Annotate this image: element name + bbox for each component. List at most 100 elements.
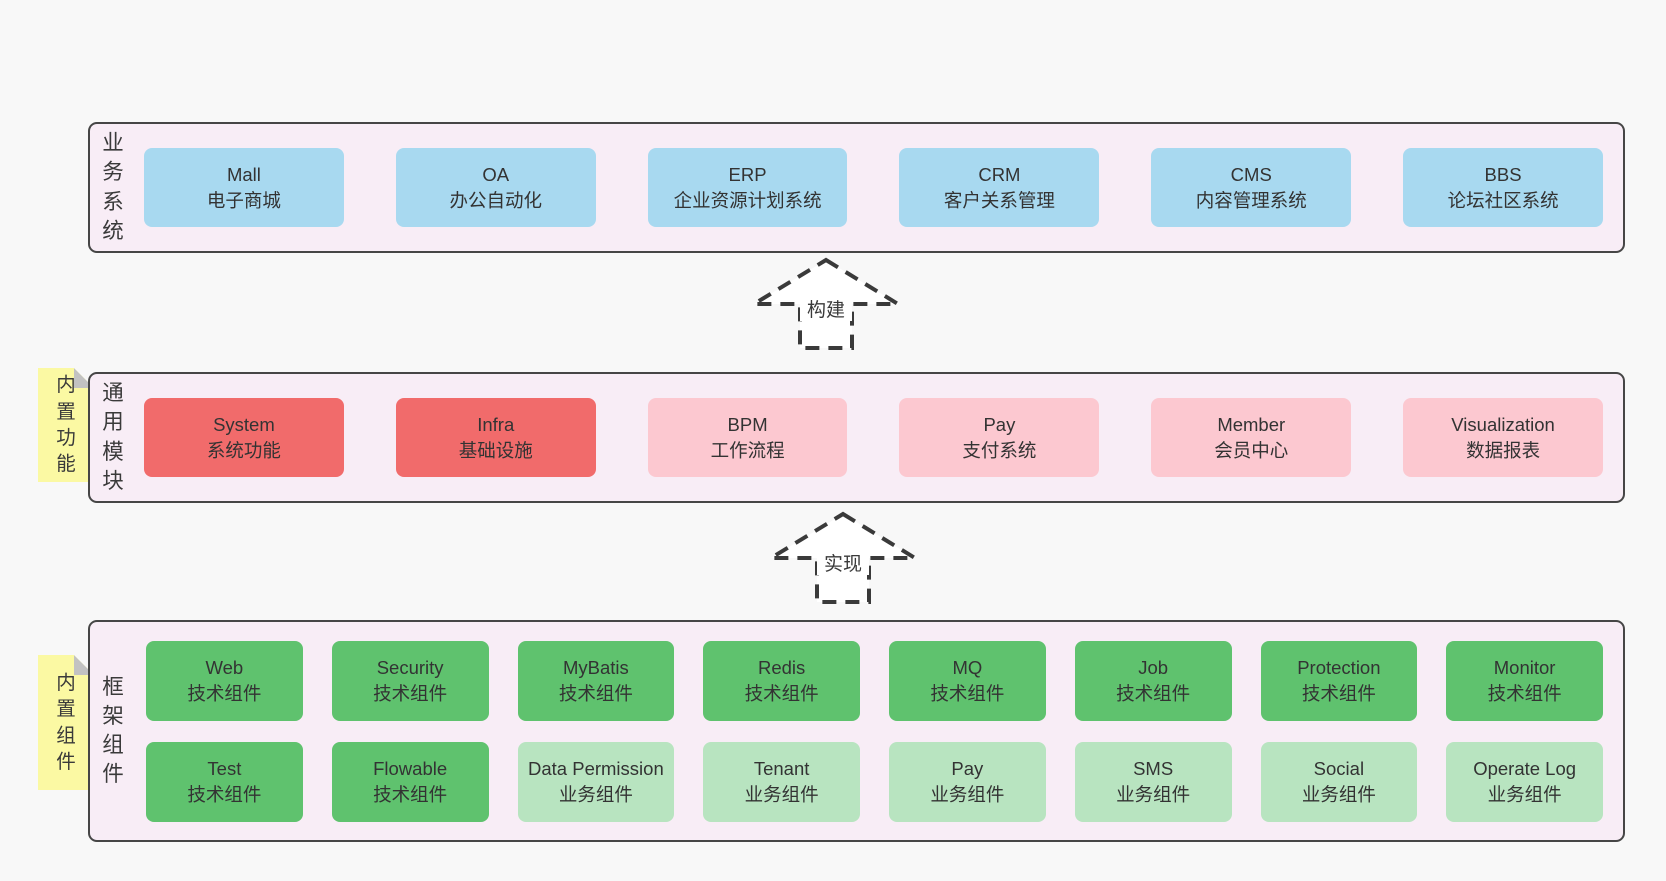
arrow-build: 构建 bbox=[746, 257, 906, 351]
business-systems-grid: Mall 电子商城 OA 办公自动化 ERP 企业资源计划系统 CRM 客户关系… bbox=[136, 124, 1623, 251]
box-operate-log: Operate Log 业务组件 bbox=[1446, 741, 1603, 822]
box-subtitle: 技术组件 bbox=[1487, 682, 1562, 704]
box-title: Web bbox=[205, 656, 244, 678]
box-security: Security 技术组件 bbox=[331, 640, 489, 721]
box-title: MQ bbox=[952, 656, 983, 678]
box-title: Pay bbox=[983, 413, 1016, 435]
box-subtitle: 会员中心 bbox=[1214, 439, 1289, 461]
box-test: Test 技术组件 bbox=[146, 741, 303, 822]
box-subtitle: 技术组件 bbox=[1116, 682, 1191, 704]
box-title: Pay bbox=[951, 757, 984, 779]
section-framework-components: 框架组件 Web 技术组件 Security 技术组件 MyBatis 技术组件… bbox=[88, 620, 1625, 842]
box-job: Job 技术组件 bbox=[1074, 640, 1232, 721]
box-infra: Infra 基础设施 bbox=[395, 398, 596, 477]
box-title: SMS bbox=[1133, 757, 1174, 779]
sticky-note-built-in-features: 内置功能 bbox=[38, 368, 94, 482]
box-subtitle: 支付系统 bbox=[962, 439, 1037, 461]
box-title: OA bbox=[482, 163, 510, 185]
box-subtitle: 内容管理系统 bbox=[1195, 189, 1307, 211]
box-subtitle: 工作流程 bbox=[710, 439, 785, 461]
box-crm: CRM 客户关系管理 bbox=[899, 148, 1100, 227]
box-title: Security bbox=[376, 656, 444, 678]
up-arrow-icon: 实现 bbox=[763, 511, 923, 604]
box-subtitle: 业务组件 bbox=[1116, 783, 1191, 805]
box-subtitle: 技术组件 bbox=[187, 783, 262, 805]
box-title: Infra bbox=[477, 413, 515, 435]
box-subtitle: 基础设施 bbox=[458, 439, 533, 461]
box-title: Operate Log bbox=[1473, 757, 1577, 779]
section-label-text: 业务系统 bbox=[102, 131, 124, 243]
box-subtitle: 技术组件 bbox=[187, 682, 262, 704]
arrow-label: 构建 bbox=[807, 299, 845, 321]
box-subtitle: 业务组件 bbox=[1301, 783, 1376, 805]
box-subtitle: 业务组件 bbox=[930, 783, 1005, 805]
box-bpm: BPM 工作流程 bbox=[647, 398, 848, 477]
box-title: Tenant bbox=[753, 757, 810, 779]
box-title: ERP bbox=[728, 163, 767, 185]
box-protection: Protection 技术组件 bbox=[1260, 640, 1418, 721]
box-title: CMS bbox=[1230, 163, 1272, 185]
box-member: Member 会员中心 bbox=[1151, 398, 1352, 477]
box-tenant: Tenant 业务组件 bbox=[703, 741, 860, 822]
box-mall: Mall 电子商城 bbox=[144, 148, 344, 227]
box-subtitle: 客户关系管理 bbox=[943, 189, 1055, 211]
box-sms: SMS 业务组件 bbox=[1074, 741, 1232, 822]
section-label-business-systems: 业务系统 bbox=[90, 124, 136, 251]
box-subtitle: 技术组件 bbox=[373, 783, 448, 805]
box-system: System 系统功能 bbox=[144, 398, 344, 477]
box-subtitle: 办公自动化 bbox=[449, 189, 542, 211]
box-title: BPM bbox=[727, 413, 768, 435]
box-data-permission: Data Permission 业务组件 bbox=[517, 741, 675, 822]
sticky-label: 内置组件 bbox=[56, 671, 76, 773]
box-title: Member bbox=[1217, 413, 1286, 435]
arrow-label: 实现 bbox=[824, 553, 862, 575]
box-subtitle: 电子商城 bbox=[206, 189, 281, 211]
section-common-modules: 通用模块 System 系统功能 Infra 基础设施 BPM 工作流程 Pay… bbox=[88, 372, 1625, 503]
sticky-note-built-in-components: 内置组件 bbox=[38, 655, 94, 790]
box-title: MyBatis bbox=[562, 656, 629, 678]
box-redis: Redis 技术组件 bbox=[703, 640, 860, 721]
box-monitor: Monitor 技术组件 bbox=[1446, 640, 1603, 721]
box-flowable: Flowable 技术组件 bbox=[331, 741, 489, 822]
box-title: Flowable bbox=[373, 757, 448, 779]
box-subtitle: 技术组件 bbox=[558, 682, 633, 704]
box-title: Monitor bbox=[1493, 656, 1556, 678]
section-label-text: 框架组件 bbox=[102, 674, 124, 787]
arrow-implement: 实现 bbox=[763, 511, 923, 605]
up-arrow-icon: 构建 bbox=[746, 257, 906, 350]
box-bbs: BBS 论坛社区系统 bbox=[1403, 148, 1603, 227]
box-subtitle: 技术组件 bbox=[373, 682, 448, 704]
box-subtitle: 系统功能 bbox=[206, 439, 281, 461]
sticky-label: 内置功能 bbox=[56, 374, 76, 476]
box-subtitle: 业务组件 bbox=[744, 783, 819, 805]
box-subtitle: 业务组件 bbox=[1487, 783, 1562, 805]
box-mq: MQ 技术组件 bbox=[889, 640, 1046, 721]
common-modules-grid: System 系统功能 Infra 基础设施 BPM 工作流程 Pay 支付系统… bbox=[136, 374, 1623, 501]
box-title: Data Permission bbox=[528, 757, 664, 779]
section-label-framework-components: 框架组件 bbox=[90, 622, 136, 840]
box-mybatis: MyBatis 技术组件 bbox=[517, 640, 675, 721]
box-subtitle: 数据报表 bbox=[1466, 439, 1541, 461]
box-title: Social bbox=[1313, 757, 1365, 779]
section-label-common-modules: 通用模块 bbox=[90, 374, 136, 501]
section-business-systems: 业务系统 Mall 电子商城 OA 办公自动化 ERP 企业资源计划系统 CRM… bbox=[88, 122, 1625, 253]
box-title: System bbox=[213, 413, 275, 435]
framework-components-grid: Web 技术组件 Security 技术组件 MyBatis 技术组件 Redi… bbox=[136, 622, 1623, 840]
box-subtitle: 论坛社区系统 bbox=[1447, 189, 1559, 211]
box-oa: OA 办公自动化 bbox=[395, 148, 596, 227]
box-subtitle: 企业资源计划系统 bbox=[673, 189, 822, 211]
box-cms: CMS 内容管理系统 bbox=[1151, 148, 1352, 227]
box-title: Visualization bbox=[1451, 413, 1555, 435]
section-label-text: 通用模块 bbox=[102, 381, 124, 493]
box-title: CRM bbox=[978, 163, 1021, 185]
box-title: Protection bbox=[1297, 656, 1381, 678]
box-social: Social 业务组件 bbox=[1260, 741, 1418, 822]
box-visualization: Visualization 数据报表 bbox=[1403, 398, 1603, 477]
box-title: Redis bbox=[757, 656, 806, 678]
box-pay-component: Pay 业务组件 bbox=[889, 741, 1046, 822]
box-title: Mall bbox=[226, 163, 261, 185]
box-subtitle: 业务组件 bbox=[558, 783, 633, 805]
box-title: Test bbox=[207, 757, 242, 779]
box-title: BBS bbox=[1484, 163, 1522, 185]
